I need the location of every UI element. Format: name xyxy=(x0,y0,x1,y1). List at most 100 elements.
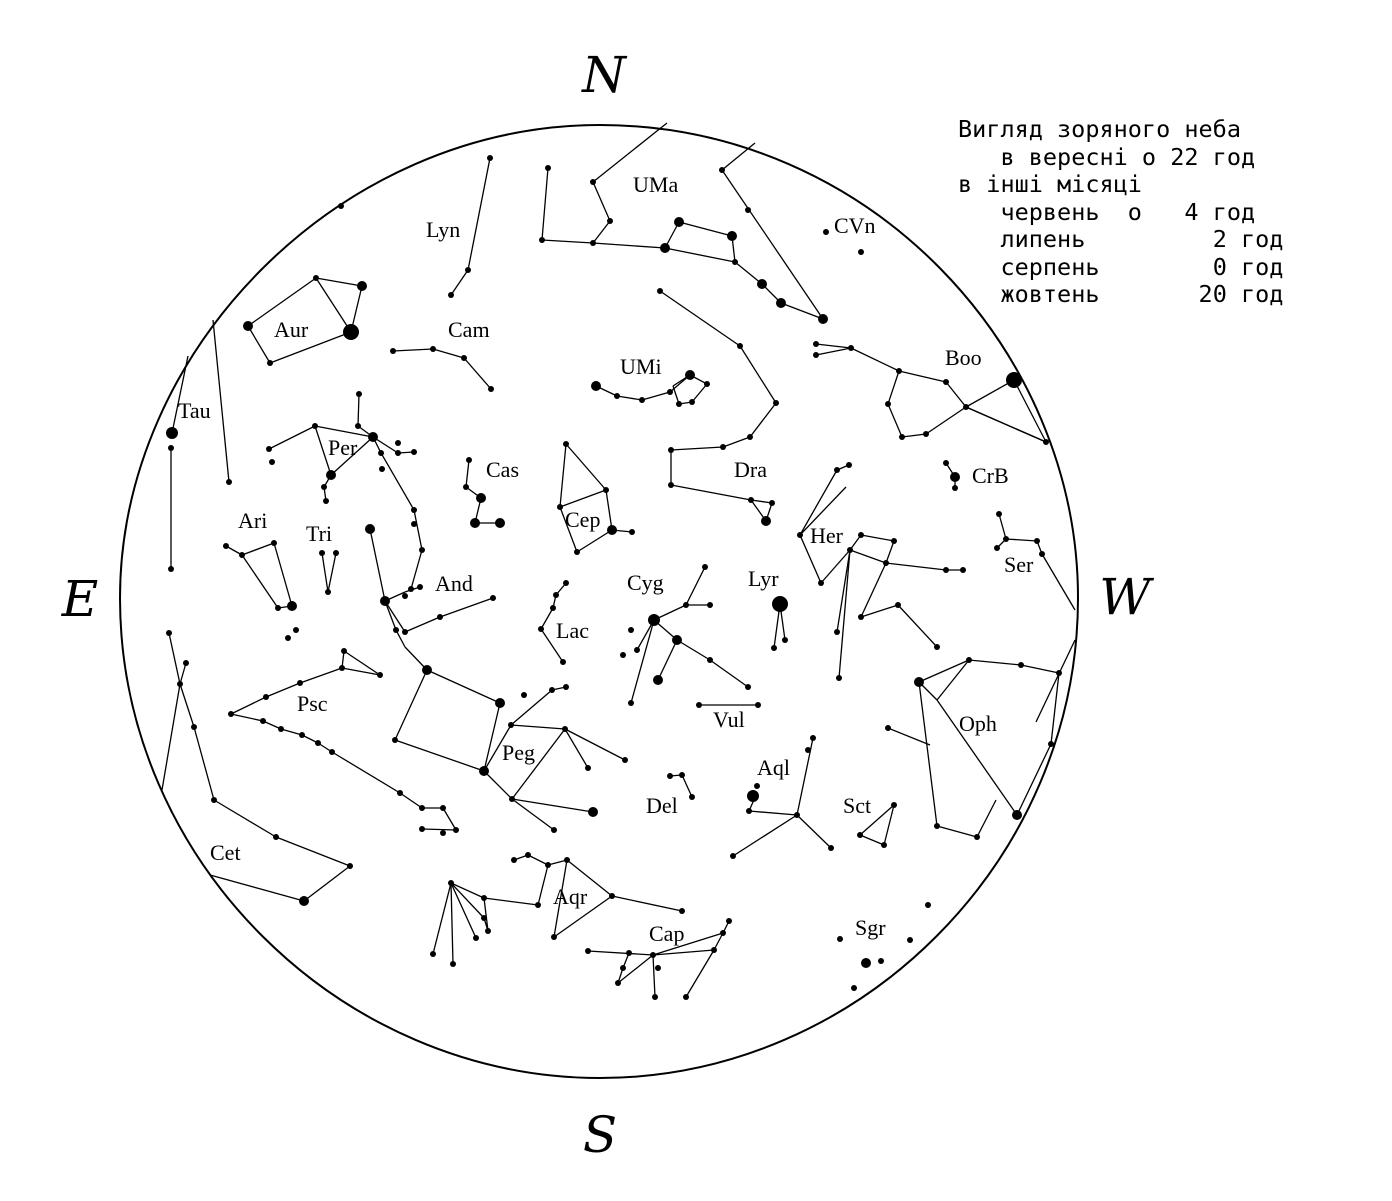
constellation-line xyxy=(269,331,352,364)
star xyxy=(813,341,819,347)
star xyxy=(166,630,172,636)
star xyxy=(430,346,436,352)
direction-north: N xyxy=(581,46,628,104)
constellation-line xyxy=(439,597,494,618)
constellation-line xyxy=(483,897,539,906)
constellation-line xyxy=(722,436,751,448)
star xyxy=(166,427,178,439)
star xyxy=(263,694,269,700)
star xyxy=(818,314,828,324)
label-cep: Cep xyxy=(565,507,600,532)
constellation-line xyxy=(936,659,970,701)
constellation-line xyxy=(670,446,724,451)
star xyxy=(267,360,273,366)
star xyxy=(564,857,570,863)
constellation-line xyxy=(815,343,852,349)
star xyxy=(551,827,557,833)
star xyxy=(211,797,217,803)
star xyxy=(535,902,541,908)
constellation-line xyxy=(510,724,566,730)
constellation-line xyxy=(850,347,900,372)
constellation-lines xyxy=(161,122,1076,998)
constellation-line xyxy=(314,425,332,476)
label-cvn: CVn xyxy=(834,213,876,238)
constellation-line xyxy=(541,239,594,244)
constellation-line xyxy=(168,632,181,685)
star xyxy=(525,852,531,858)
constellation-line xyxy=(713,932,724,951)
star xyxy=(707,657,713,663)
star xyxy=(648,614,660,626)
star xyxy=(323,498,329,504)
constellation-line xyxy=(925,406,967,435)
constellation-line xyxy=(859,804,895,836)
star xyxy=(260,718,266,724)
constellation-line xyxy=(394,739,485,772)
constellation-line xyxy=(887,727,931,746)
constellation-line xyxy=(179,683,195,728)
star xyxy=(757,279,767,289)
star xyxy=(639,397,645,403)
label-cap: Cap xyxy=(649,921,684,946)
star xyxy=(963,404,969,410)
constellation-line xyxy=(734,261,763,285)
star xyxy=(719,167,725,173)
constellation-line xyxy=(617,954,654,984)
constellation-line xyxy=(213,799,277,838)
constellation-line xyxy=(1013,379,1047,443)
star xyxy=(312,423,318,429)
star xyxy=(408,586,414,592)
constellation-line xyxy=(859,834,885,846)
star xyxy=(297,680,303,686)
star xyxy=(402,593,408,599)
star xyxy=(419,547,425,553)
constellation-line xyxy=(273,542,293,607)
star xyxy=(823,229,829,235)
constellation-line xyxy=(1005,538,1038,542)
info-other-months: в інші місяці xyxy=(958,170,1142,198)
star xyxy=(720,444,726,450)
star xyxy=(390,348,396,354)
star xyxy=(848,345,854,351)
constellation-line xyxy=(321,552,329,593)
constellation-line xyxy=(467,157,491,271)
star xyxy=(603,487,609,493)
info-row: липень 2 год xyxy=(1000,225,1284,253)
star xyxy=(168,445,174,451)
star xyxy=(896,368,902,374)
constellation-line xyxy=(395,629,406,648)
star xyxy=(685,370,695,380)
star xyxy=(411,507,417,513)
star xyxy=(183,660,189,666)
constellation-line xyxy=(483,897,489,932)
star xyxy=(591,381,601,391)
star xyxy=(466,457,472,463)
constellation-line xyxy=(330,436,374,476)
constellation-line xyxy=(670,484,752,501)
star xyxy=(440,805,446,811)
constellation-line xyxy=(559,443,567,508)
star xyxy=(885,725,891,731)
star xyxy=(476,493,486,503)
constellation-line xyxy=(815,347,852,356)
label-aur: Aur xyxy=(274,317,309,342)
constellation-line xyxy=(537,864,549,906)
star xyxy=(422,665,432,675)
constellation-line xyxy=(664,247,736,263)
star xyxy=(797,532,803,538)
star xyxy=(411,449,417,455)
info-subtitle: в вересні о 22 год xyxy=(1000,142,1256,171)
star xyxy=(326,470,336,480)
star xyxy=(551,934,557,940)
info-row: серпень 0 год xyxy=(1000,252,1284,281)
constellation-line xyxy=(410,549,423,590)
constellation-line xyxy=(426,669,501,704)
label-peg: Peg xyxy=(502,740,535,765)
constellation-line xyxy=(404,616,441,633)
star xyxy=(563,441,569,447)
star xyxy=(628,627,634,633)
star xyxy=(228,711,234,717)
star xyxy=(395,450,401,456)
star xyxy=(239,552,245,558)
constellation-line xyxy=(566,859,613,897)
